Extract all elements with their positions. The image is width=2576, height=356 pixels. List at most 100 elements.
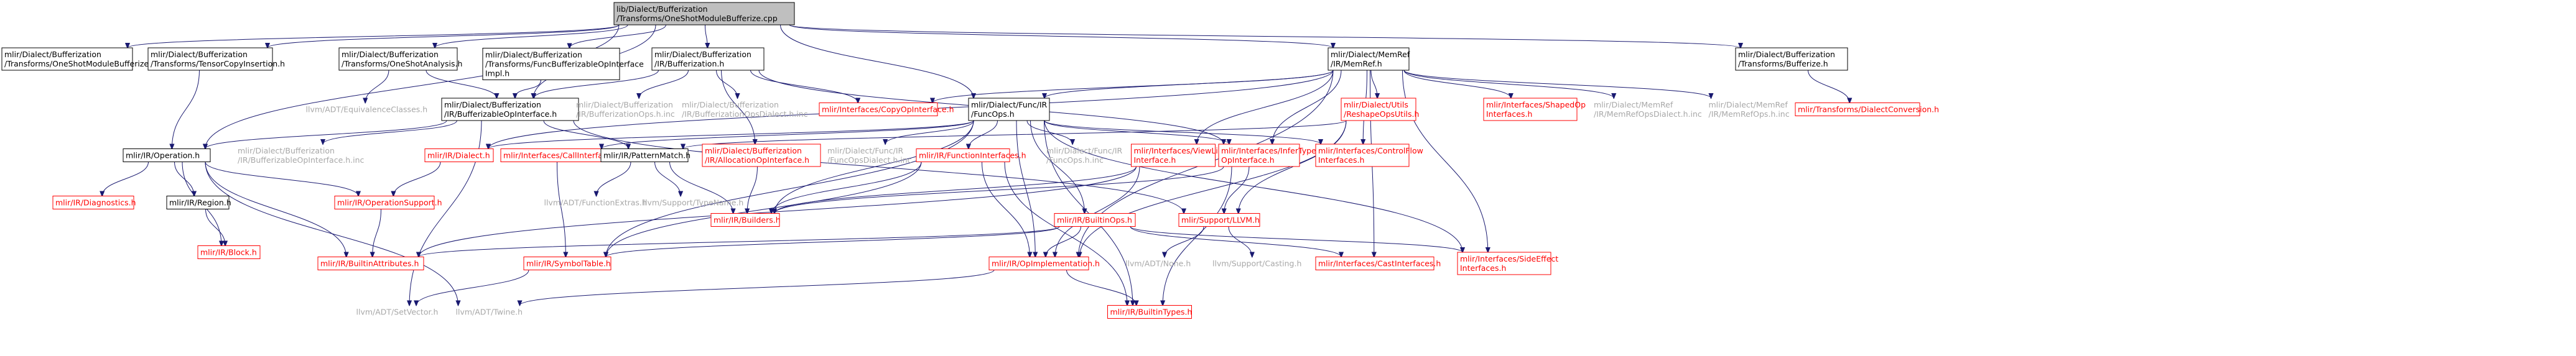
graph-node-hBuiltinAttributes[interactable]: mlir/IR/BuiltinAttributes.h [317, 257, 424, 270]
node-label: Interfaces.h [1318, 155, 1364, 165]
node-box [1131, 144, 1216, 167]
node-box [1483, 98, 1578, 121]
node-box [613, 2, 795, 25]
node-label: llvm/ADT/None.h [1125, 259, 1191, 268]
graph-node-hReshapeOpsUtils[interactable]: mlir/Dialect/Utils/ReshapeOpsUtils.h [1341, 98, 1419, 121]
graph-node-hBuiltinOps[interactable]: mlir/IR/BuiltinOps.h [1054, 213, 1136, 227]
graph-node-hCopyOpInterface[interactable]: mlir/Interfaces/CopyOpInterface.h [819, 103, 954, 116]
graph-node-hSymbolTable[interactable]: mlir/IR/SymbolTable.h [523, 257, 611, 270]
edge-root-to-hFuncOps [780, 24, 974, 98]
node-label: mlir/Dialect/Bufferization [342, 50, 439, 59]
node-label: /IR/MemRefOps.h.inc [1709, 109, 1790, 119]
edge-hReshapeOpsUtils-to-hPatternMatch [683, 120, 1347, 149]
node-label: mlir/IR/FunctionInterfaces.h [919, 151, 1026, 160]
graph-node-hOperationSupport[interactable]: mlir/IR/OperationSupport.h [334, 196, 442, 209]
node-label: llvm/ADT/FunctionExtras.h [544, 198, 647, 208]
graph-node-hEquivClasses: llvm/ADT/EquivalenceClasses.h [306, 105, 428, 114]
graph-node-hOpImplementation[interactable]: mlir/IR/OpImplementation.h [988, 257, 1100, 270]
edge-hBuiltinOps-to-hOpImplementation [1046, 226, 1081, 257]
graph-node-hBufOpInterface[interactable]: mlir/Dialect/Bufferization/IR/Bufferizab… [441, 98, 579, 121]
node-box [334, 196, 435, 209]
graph-node-hFuncBufImpl[interactable]: mlir/Dialect/Bufferization/Transforms/Fu… [482, 48, 644, 80]
node-label: /IR/BufferizableOpInterface.h [444, 109, 557, 119]
graph-node-hOperation[interactable]: mlir/IR/Operation.h [123, 148, 211, 162]
node-label: mlir/IR/Builders.h [714, 216, 781, 225]
graph-node-hBlock[interactable]: mlir/IR/Block.h [197, 245, 261, 259]
node-box [441, 98, 579, 121]
edge-hMemRef-to-hCopyOpInterface [932, 70, 1334, 103]
node-label: llvm/ADT/EquivalenceClasses.h [306, 105, 428, 114]
graph-node-hBufferization[interactable]: mlir/Dialect/Bufferization/IR/Bufferizat… [651, 47, 765, 71]
edge-hFunctionInterfaces-to-hSymbolTable [606, 162, 922, 257]
node-box [651, 47, 765, 71]
graph-node-hBufferize[interactable]: mlir/Dialect/Bufferization/Transforms/Bu… [1735, 47, 1848, 71]
graph-node-hCallInterfaces[interactable]: mlir/Interfaces/CallInterfaces.h [500, 148, 623, 162]
node-label: mlir/Dialect/Bufferization [151, 50, 248, 59]
node-label: mlir/Dialect/MemRef [1594, 100, 1673, 109]
edge-hOperationSupport-to-hBuiltinAttributes [373, 209, 381, 257]
edge-hInferType-to-hSupportLLVM [1224, 166, 1250, 214]
graph-node-hTypeName: llvm/Support/TypeName.h [643, 198, 744, 208]
graph-node-hBuilders[interactable]: mlir/IR/Builders.h [710, 213, 781, 227]
node-label: mlir/Transforms/DialectConversion.h [1798, 105, 1939, 114]
edge-hFuncOps-to-hBuiltinOps [1030, 120, 1085, 214]
node-label: mlir/Dialect/MemRef [1331, 50, 1410, 59]
node-label: mlir/Dialect/Func/IR [1046, 146, 1123, 155]
edge-hOperation-to-hDiagnostics [102, 162, 149, 196]
graph-node-hFunctionInterfaces[interactable]: mlir/IR/FunctionInterfaces.h [916, 148, 1026, 162]
node-box [1795, 103, 1920, 116]
graph-node-hOneShotModule[interactable]: mlir/Dialect/Bufferization/Transforms/On… [1, 47, 156, 71]
edge-root-to-hBufferization [705, 24, 708, 48]
graph-node-hMemRef[interactable]: mlir/Dialect/MemRef/IR/MemRef.h [1328, 47, 1410, 71]
graph-node-hTensorCopy[interactable]: mlir/Dialect/Bufferization/Transforms/Te… [147, 47, 285, 71]
node-label: mlir/IR/BuiltinTypes.h [1110, 308, 1193, 317]
node-box [1218, 144, 1300, 167]
node-label: mlir/Dialect/Func/IR [827, 146, 904, 155]
node-box [968, 98, 1050, 121]
graph-node-hBuiltinTypes[interactable]: mlir/IR/BuiltinTypes.h [1107, 305, 1193, 319]
graph-node-hPatternMatch[interactable]: mlir/IR/PatternMatch.h [600, 148, 690, 162]
graph-node-hCasting: llvm/Support/Casting.h [1212, 259, 1301, 268]
edge-hAllocationOpInterface-to-hBuilders [747, 166, 758, 214]
graph-node-hRegion[interactable]: mlir/IR/Region.h [166, 196, 231, 209]
graph-node-hAllocationOpInterface[interactable]: mlir/Dialect/Bufferization/IR/Allocation… [702, 144, 821, 167]
node-label: mlir/IR/PatternMatch.h [603, 151, 690, 160]
node-label: mlir/IR/OpImplementation.h [992, 259, 1100, 268]
edge-hMemRef-to-hInferType [1272, 70, 1342, 144]
node-label: mlir/Support/LLVM.h [1181, 216, 1260, 225]
graph-node-hFuncOpsInc: mlir/Dialect/Func/IR/FuncOps.h.inc [1046, 146, 1123, 165]
graph-node-hOneShotAnalysis[interactable]: mlir/Dialect/Bufferization/Transforms/On… [338, 47, 462, 71]
graph-node-hFuncOps[interactable]: mlir/Dialect/Func/IR/FuncOps.h [968, 98, 1050, 121]
node-label: /Transforms/FuncBufferizableOpInterface [485, 60, 644, 69]
edge-hFuncOps-to-hFunctionInterfaces [969, 120, 998, 149]
edge-hTensorCopy-to-hOperation [172, 70, 200, 149]
graph-node-hSupportLLVM[interactable]: mlir/Support/LLVM.h [1178, 213, 1260, 227]
edge-hBufferization-to-hBufOpsDialectInc [716, 70, 738, 98]
node-label: mlir/IR/Diagnostics.h [55, 198, 136, 208]
graph-node-root[interactable]: lib/Dialect/Bufferization/Transforms/One… [613, 2, 795, 25]
edge-hBufferize-to-hDialectConversion [1808, 70, 1850, 103]
node-label: /IR/MemRefOpsDialect.h.inc [1594, 109, 1702, 119]
node-box [1178, 213, 1260, 227]
edge-hOperation-to-hOperationSupport [205, 162, 358, 196]
edge-root-to-hFuncBufImpl [570, 24, 666, 48]
graph-node-hBufOpInterfaceInc: mlir/Dialect/Bufferization/IR/Bufferizab… [238, 146, 365, 165]
node-box [166, 196, 230, 209]
graph-node-hDiagnostics[interactable]: mlir/IR/Diagnostics.h [52, 196, 136, 209]
graph-node-hDialectConversion[interactable]: mlir/Transforms/DialectConversion.h [1795, 103, 1939, 116]
edge-hFuncOps-to-hControlFlow [1044, 120, 1321, 144]
edge-hViewLike-to-hBuilders [774, 166, 1137, 214]
graph-node-hDialect[interactable]: mlir/IR/Dialect.h [424, 148, 494, 162]
node-label: mlir/IR/Operation.h [126, 151, 200, 160]
edge-hFuncOps-to-hSideEffect [1044, 120, 1462, 252]
graph-node-hCastInterfaces[interactable]: mlir/Interfaces/CastInterfaces.h [1315, 257, 1441, 270]
node-box [1315, 257, 1434, 270]
edge-hFuncOps-to-hCallInterfaces [602, 120, 974, 149]
edge-hViewLike-to-hBuiltinAttributes [419, 166, 1137, 257]
